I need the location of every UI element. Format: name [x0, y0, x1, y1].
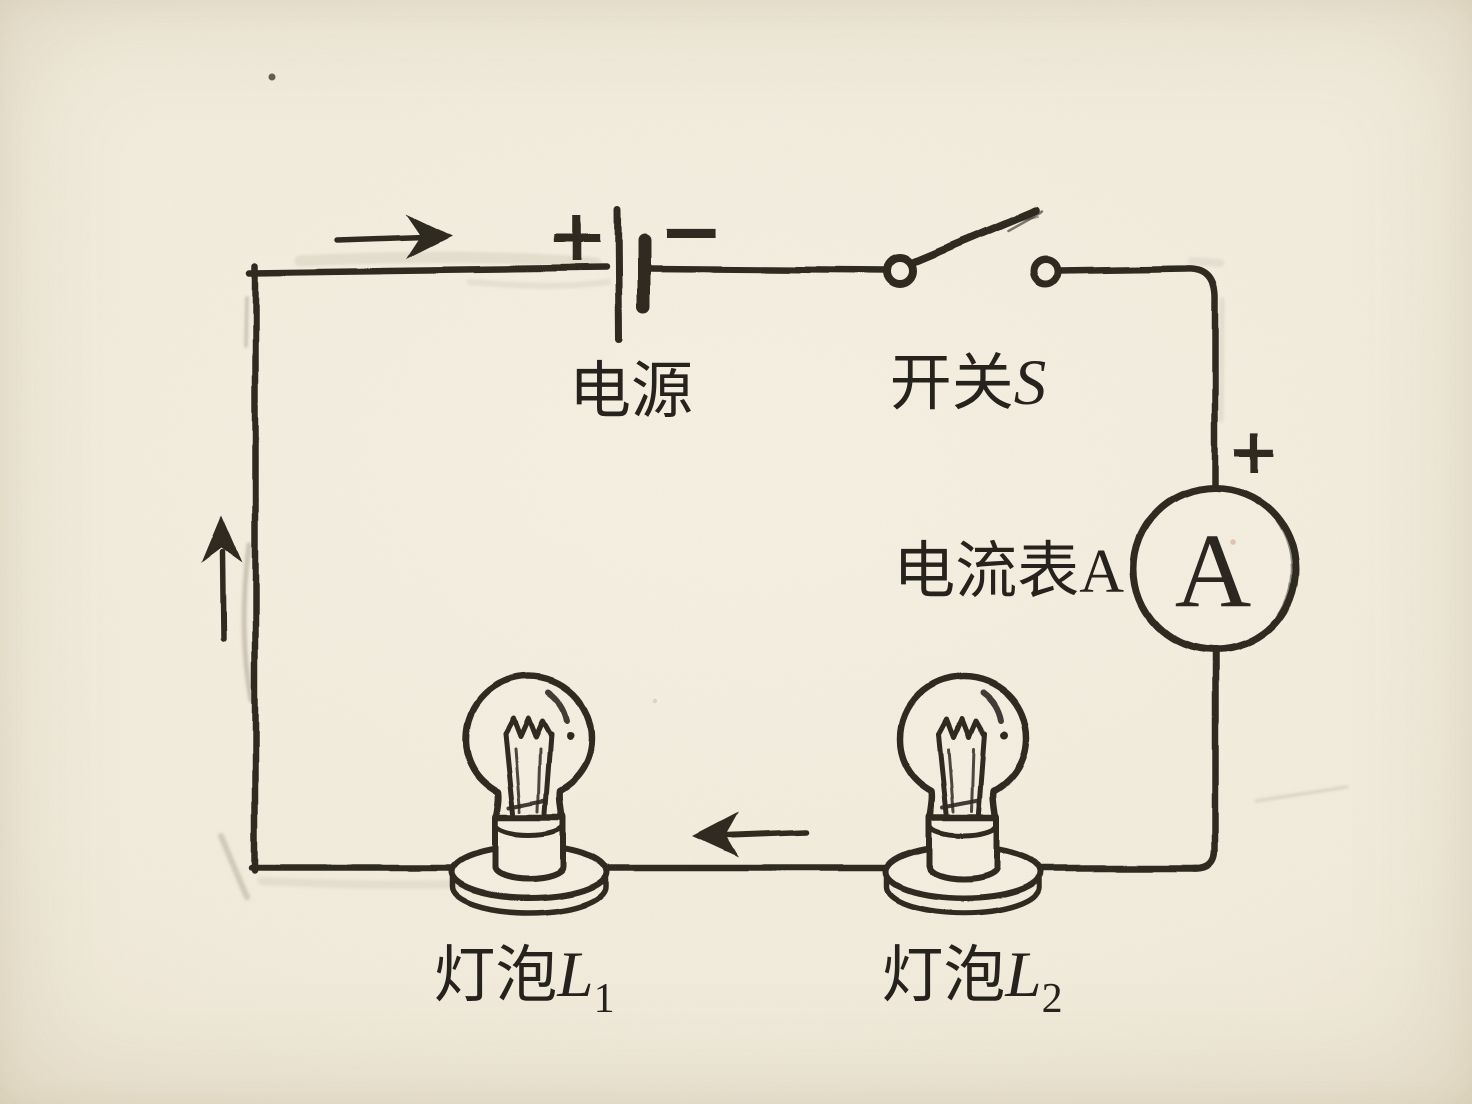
- circuit-diagram-page: + − + 电源 开关S 电流表A A 灯泡L1 灯泡L2: [0, 0, 1472, 1104]
- paper-grain-texture: [0, 0, 1472, 1104]
- circuit-diagram: + − + 电源 开关S 电流表A A 灯泡L1 灯泡L2: [0, 0, 1472, 1104]
